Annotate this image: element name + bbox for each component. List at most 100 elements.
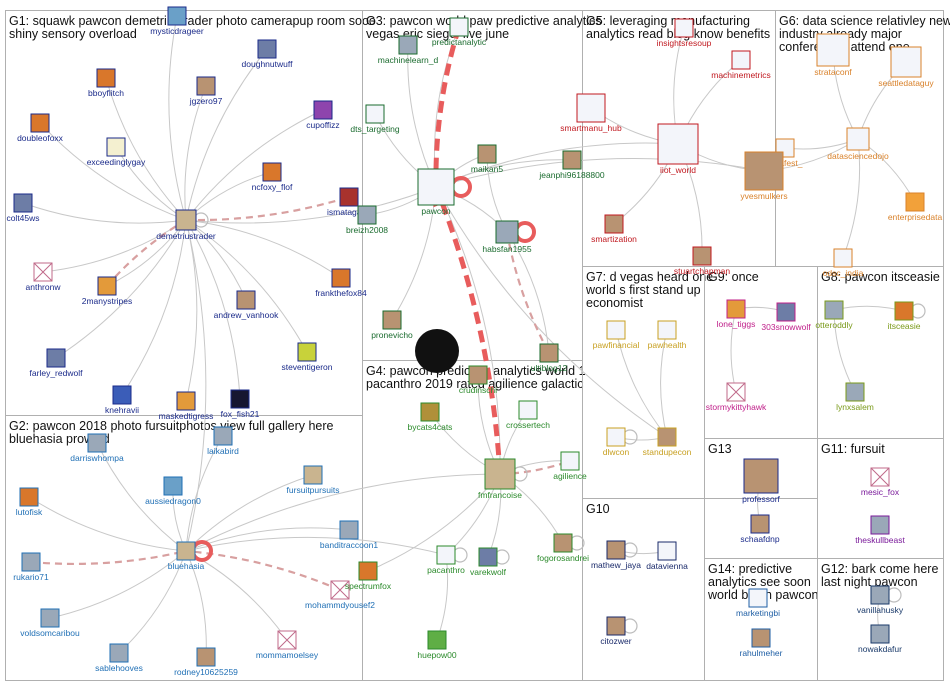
- node-laikabird[interactable]: laikabird: [207, 426, 239, 456]
- node-predictanalytic[interactable]: predictanalytic: [432, 17, 487, 47]
- node-otteroddly[interactable]: otteroddly: [815, 300, 853, 330]
- node-fursuitpursuits[interactable]: fursuitpursuits: [287, 465, 340, 495]
- node-doubleofoxx[interactable]: doubleofoxx: [17, 113, 64, 143]
- node-mysticdrageer[interactable]: mysticdrageer: [150, 6, 204, 36]
- node-label: banditraccoon1: [320, 540, 378, 550]
- node-label: machinelearn_d: [378, 55, 439, 65]
- node-dlwcon[interactable]: dlwcon: [603, 427, 630, 457]
- node-stuartchapman[interactable]: stuartchapman: [674, 246, 730, 276]
- dojo-logo-icon: [846, 127, 870, 151]
- node-lynxsalem[interactable]: lynxsalem: [836, 382, 874, 412]
- node-bboyflitch[interactable]: bboyflitch: [88, 68, 124, 98]
- node-303snowwolf[interactable]: 303snowwolf: [761, 302, 811, 332]
- node-lutofisk[interactable]: lutofisk: [16, 487, 43, 517]
- node-spectrumfox[interactable]: spectrumfox: [345, 561, 392, 591]
- node-citozwer[interactable]: citozwer: [600, 616, 632, 646]
- node-darriswhompa[interactable]: darriswhompa: [70, 433, 124, 463]
- node-vanillahusky[interactable]: vanillahusky: [857, 585, 904, 615]
- broken-image-cross: [726, 382, 746, 402]
- node-aussiedragon0[interactable]: aussiedragon0: [145, 476, 201, 506]
- node-colt45ws[interactable]: colt45ws: [6, 193, 40, 223]
- node-pronevicho[interactable]: pronevicho: [371, 310, 413, 340]
- panel-title: G13: [708, 442, 732, 456]
- node-exceedinglygay[interactable]: exceedinglygay: [87, 137, 146, 167]
- node-bluehasia[interactable]: bluehasia: [168, 541, 205, 571]
- node-dts-targeting[interactable]: dts_targeting: [350, 104, 400, 134]
- person-avatar-icon: [236, 290, 256, 310]
- node-pawcon[interactable]: pawcon: [417, 168, 455, 216]
- node-strataconf[interactable]: strataconf: [814, 33, 852, 77]
- node-ultiblog12[interactable]: ultiblog12: [531, 343, 568, 373]
- node-machinemetrics[interactable]: machinemetrics: [711, 50, 771, 80]
- node-fmfrancoise[interactable]: fmfrancoise: [478, 458, 522, 500]
- node-smartmanu-hub[interactable]: smartmanu_hub: [560, 93, 622, 133]
- edge: [49, 550, 187, 619]
- node-nowakdafur[interactable]: nowakdafur: [858, 624, 902, 654]
- node-odsc-india[interactable]: odsc_india: [823, 248, 864, 278]
- node-rahulmeher[interactable]: rahulmeher: [740, 628, 783, 658]
- node-habsfan1955[interactable]: habsfan1955: [482, 220, 532, 254]
- node-doughnutwuff[interactable]: doughnutwuff: [242, 39, 294, 69]
- node-standupecon[interactable]: standupecon: [643, 427, 692, 457]
- node-enterprisedata[interactable]: enterprisedata: [888, 192, 943, 222]
- node-yvesmulkers[interactable]: yvesmulkers: [740, 151, 788, 201]
- node-agilience[interactable]: agilience: [553, 451, 587, 481]
- node-steventigeron[interactable]: steventigeron: [281, 342, 333, 372]
- node-varekwolf[interactable]: varekwolf: [470, 547, 507, 577]
- node-breizh2008[interactable]: breizh2008: [346, 205, 388, 235]
- node-crossertech[interactable]: crossertech: [506, 400, 550, 430]
- node-rukario71[interactable]: rukario71: [13, 552, 49, 582]
- node-mathew-jaya[interactable]: mathew_jaya: [591, 540, 641, 570]
- node-pawfinancial[interactable]: pawfinancial: [593, 320, 640, 350]
- node-theskullbeast[interactable]: theskullbeast: [855, 515, 905, 545]
- node-2manystripes[interactable]: 2manystripes: [82, 276, 133, 306]
- node-anthronw[interactable]: anthronw: [26, 262, 62, 292]
- node-lone-tiggs[interactable]: lone_tiggs: [717, 299, 756, 329]
- panel-title: G7: d vegas heard one: [586, 270, 713, 284]
- node-pawhealth[interactable]: pawhealth: [648, 320, 687, 350]
- node-knehravii[interactable]: knehravii: [105, 385, 139, 415]
- node-pacanthro[interactable]: pacanthro: [427, 545, 465, 575]
- node-jgzero97[interactable]: jgzero97: [189, 76, 223, 106]
- node-mesic-fox[interactable]: mesic_fox: [861, 467, 900, 497]
- node-maikan5[interactable]: maikan5: [471, 144, 503, 174]
- node-ismatagane[interactable]: ismatagane: [327, 187, 371, 217]
- node-cupoffizz[interactable]: cupoffizz: [306, 100, 340, 130]
- node-huepow00[interactable]: huepow00: [417, 630, 457, 660]
- node-insightsresoup[interactable]: insightsresoup: [657, 18, 712, 48]
- node-label: vanillahusky: [857, 605, 904, 615]
- node-bigthink[interactable]: [415, 329, 459, 373]
- node-ncfoxy-flof[interactable]: ncfoxy_flof: [252, 162, 293, 192]
- node-mohammdyousef2[interactable]: mohammdyousef2: [305, 580, 375, 610]
- node-bycats4cats[interactable]: bycats4cats: [408, 402, 453, 432]
- node-jeanphi96188800[interactable]: jeanphi96188800: [538, 150, 605, 180]
- node-rodney10625259[interactable]: rodney10625259: [174, 647, 238, 677]
- node-label: aussiedragon0: [145, 496, 201, 506]
- node-professorf[interactable]: professorf: [742, 458, 781, 504]
- node-fogorosandrei[interactable]: fogorosandrei: [537, 533, 589, 563]
- node-datasciencedojo[interactable]: datasciencedojo: [827, 127, 889, 161]
- node-iiot-world[interactable]: iiot_world: [657, 123, 699, 175]
- node-seattledataguy[interactable]: seattledataguy: [878, 46, 934, 88]
- node-label: farley_redwolf: [30, 368, 84, 378]
- node-marketingbi[interactable]: marketingbi: [736, 588, 780, 618]
- node-demetriustrader[interactable]: demetriustrader: [156, 209, 216, 241]
- node-stormykittyhawk[interactable]: stormykittyhawk: [706, 382, 767, 412]
- wolf-avatar-icon: [257, 39, 277, 59]
- node-sablehooves[interactable]: sablehooves: [95, 643, 143, 673]
- node-schaafdnp[interactable]: schaafdnp: [740, 514, 780, 544]
- node-voldsomcaribou[interactable]: voldsomcaribou: [20, 608, 80, 638]
- node-banditraccoon1[interactable]: banditraccoon1: [320, 520, 378, 550]
- node-crudinschi[interactable]: crudinschi: [459, 365, 497, 395]
- node-fox-fish21[interactable]: fox_fish21: [221, 389, 260, 419]
- paw-logo-icon: [606, 320, 626, 340]
- node-datavienna[interactable]: datavienna: [646, 541, 688, 571]
- node-frankthefox84[interactable]: frankthefox84: [315, 268, 367, 298]
- node-itsceasie[interactable]: itsceasie: [887, 301, 921, 331]
- node-smartization[interactable]: smartization: [591, 214, 637, 244]
- node-machinelearn-d[interactable]: machinelearn_d: [378, 35, 439, 65]
- node-mommamoelsey[interactable]: mommamoelsey: [256, 630, 319, 660]
- node-andrew-vanhook[interactable]: andrew_vanhook: [214, 290, 279, 320]
- node-maskedtigress[interactable]: maskedtigress: [159, 391, 214, 421]
- node-farley-redwolf[interactable]: farley_redwolf: [30, 348, 84, 378]
